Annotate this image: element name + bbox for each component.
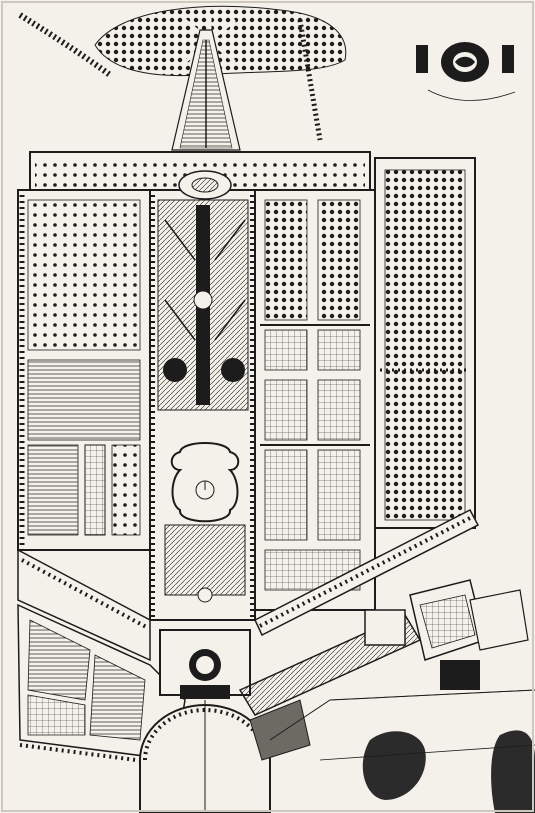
east-kitchen-garden <box>254 189 376 611</box>
urn-right <box>502 45 514 73</box>
south-east-terrace <box>254 508 480 637</box>
pavilion <box>159 629 251 699</box>
road-edge <box>269 689 535 741</box>
cartouche <box>416 42 516 101</box>
outbuildings <box>238 579 529 761</box>
west-orchard-middle <box>27 359 141 441</box>
west-long-bed <box>84 444 106 536</box>
west-orchard-north <box>27 199 141 351</box>
dedication-scroll <box>427 89 516 101</box>
north-avenue <box>171 29 241 151</box>
garden-enclosure <box>17 151 371 551</box>
central-parterre <box>149 170 256 621</box>
east-tree-grove <box>374 157 476 529</box>
urn-left <box>416 45 428 73</box>
tree-avenue-north-east <box>297 19 323 141</box>
south-west-quarters <box>17 548 186 767</box>
